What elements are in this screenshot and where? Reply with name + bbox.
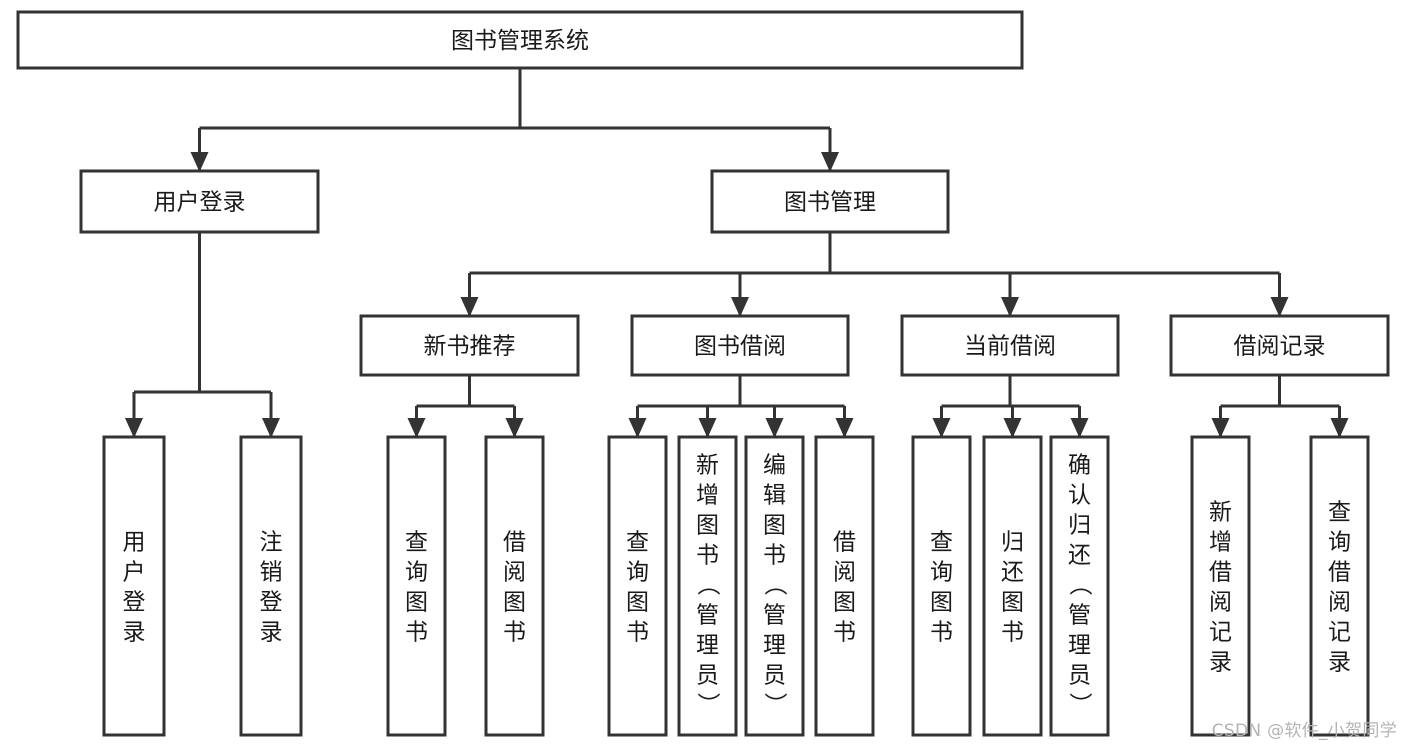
node-root[interactable]: 图书管理系统 [16,10,1024,70]
node-label-book-borrow: 图书借阅 [694,334,786,360]
arrow-head-icon-user-login [190,152,209,172]
node-box-borrow-records [1169,314,1390,377]
node-leaf-user-login[interactable]: 用户登录 [102,435,166,737]
node-label-leaf-return-book: 归还图书 [1001,529,1024,645]
node-label-leaf-borrow-book: 借阅图书 [833,529,856,645]
arrow-head-icon-leaf-query-book-current [932,418,951,438]
arrow-head-icon-leaf-borrow-book [835,418,854,438]
arrow-head-icon-leaf-user-login [125,418,143,438]
node-label-root: 图书管理系统 [451,28,589,54]
arrow-head-icon-new-book-recommend [460,297,479,317]
node-leaf-confirm-return-admin[interactable]: 确认归还（管理员） [1049,435,1110,737]
node-label-leaf-query-book-current: 查询图书 [930,529,953,645]
node-label-leaf-logout: 注销登录 [260,529,283,645]
node-leaf-borrow-book[interactable]: 借阅图书 [814,435,875,737]
node-label-borrow-records: 借阅记录 [1234,334,1326,360]
node-label-leaf-query-book-borrow: 查询图书 [626,529,649,645]
node-user-login[interactable]: 用户登录 [79,169,320,234]
node-box-leaf-borrow-book-recommend [484,435,545,737]
arrow-head-icon-book-borrow [731,297,749,317]
node-box-book-management [710,169,950,234]
node-borrow-records[interactable]: 借阅记录 [1169,314,1390,377]
node-box-leaf-user-login [102,435,166,737]
node-label-current-borrow: 当前借阅 [964,334,1056,360]
node-leaf-return-book[interactable]: 归还图书 [982,435,1043,737]
nodes-layer: 图书管理系统用户登录图书管理新书推荐图书借阅当前借阅借阅记录用户登录注销登录查询… [16,10,1390,737]
node-new-book-recommend[interactable]: 新书推荐 [359,314,580,377]
node-leaf-add-book-admin[interactable]: 新增图书（管理员） [677,435,738,737]
connectors-layer [125,68,1349,438]
node-box-current-borrow [900,314,1120,377]
node-box-leaf-query-borrow-record [1309,435,1370,737]
arrow-head-icon-leaf-add-book-admin [698,418,717,438]
node-leaf-add-borrow-record[interactable]: 新增借阅记录 [1190,435,1251,737]
arrow-head-icon-leaf-borrow-book-recommend [505,418,524,438]
node-label-leaf-edit-book-admin: 编辑图书（管理员） [763,452,788,718]
arrow-head-icon-leaf-query-book-recommend [407,418,426,438]
node-leaf-query-book-current[interactable]: 查询图书 [911,435,972,737]
arrow-head-icon-current-borrow [1001,297,1019,317]
arrow-head-icon-borrow-records [1270,297,1289,317]
arrow-head-icon-leaf-query-book-borrow [628,418,647,438]
node-label-leaf-borrow-book-recommend: 借阅图书 [503,529,526,645]
node-leaf-logout[interactable]: 注销登录 [239,435,303,737]
node-box-leaf-query-book-current [911,435,972,737]
node-label-book-management: 图书管理 [784,190,876,216]
watermark-text: CSDN @软件_小贺同学 [1211,721,1397,741]
arrow-head-icon-leaf-query-borrow-record [1330,418,1349,438]
node-current-borrow[interactable]: 当前借阅 [900,314,1120,377]
node-label-leaf-confirm-return-admin: 确认归还（管理员） [1068,452,1093,718]
node-box-leaf-add-book-admin [677,435,738,737]
node-box-leaf-edit-book-admin [744,435,805,737]
node-box-leaf-confirm-return-admin [1049,435,1110,737]
arrow-head-icon-leaf-add-borrow-record [1211,418,1230,438]
node-box-root [16,10,1024,70]
node-box-leaf-borrow-book [814,435,875,737]
node-leaf-edit-book-admin[interactable]: 编辑图书（管理员） [744,435,805,737]
node-box-user-login [79,169,320,234]
arrow-head-icon-leaf-confirm-return-admin [1070,418,1089,438]
node-label-new-book-recommend: 新书推荐 [424,334,516,360]
node-book-management[interactable]: 图书管理 [710,169,950,234]
node-label-leaf-user-login: 用户登录 [123,529,146,645]
node-leaf-query-book-borrow[interactable]: 查询图书 [607,435,668,737]
node-box-leaf-query-book-recommend [386,435,447,737]
node-leaf-query-borrow-record[interactable]: 查询借阅记录 [1309,435,1370,737]
arrow-head-icon-book-management [821,152,839,172]
arrow-head-icon-leaf-logout [262,418,280,438]
node-leaf-query-book-recommend[interactable]: 查询图书 [386,435,447,737]
node-box-leaf-query-book-borrow [607,435,668,737]
node-label-user-login: 用户登录 [154,190,246,216]
arrow-head-icon-leaf-edit-book-admin [765,418,784,438]
node-label-leaf-add-borrow-record: 新增借阅记录 [1209,499,1232,675]
node-box-book-borrow [630,314,850,377]
node-box-leaf-add-borrow-record [1190,435,1251,737]
node-leaf-borrow-book-recommend[interactable]: 借阅图书 [484,435,545,737]
node-label-leaf-query-borrow-record: 查询借阅记录 [1328,499,1351,675]
arrow-head-icon-leaf-return-book [1003,418,1022,438]
node-label-leaf-query-book-recommend: 查询图书 [405,529,428,645]
node-book-borrow[interactable]: 图书借阅 [630,314,850,377]
node-label-leaf-add-book-admin: 新增图书（管理员） [696,452,721,718]
node-box-new-book-recommend [359,314,580,377]
node-box-leaf-logout [239,435,303,737]
node-box-leaf-return-book [982,435,1043,737]
